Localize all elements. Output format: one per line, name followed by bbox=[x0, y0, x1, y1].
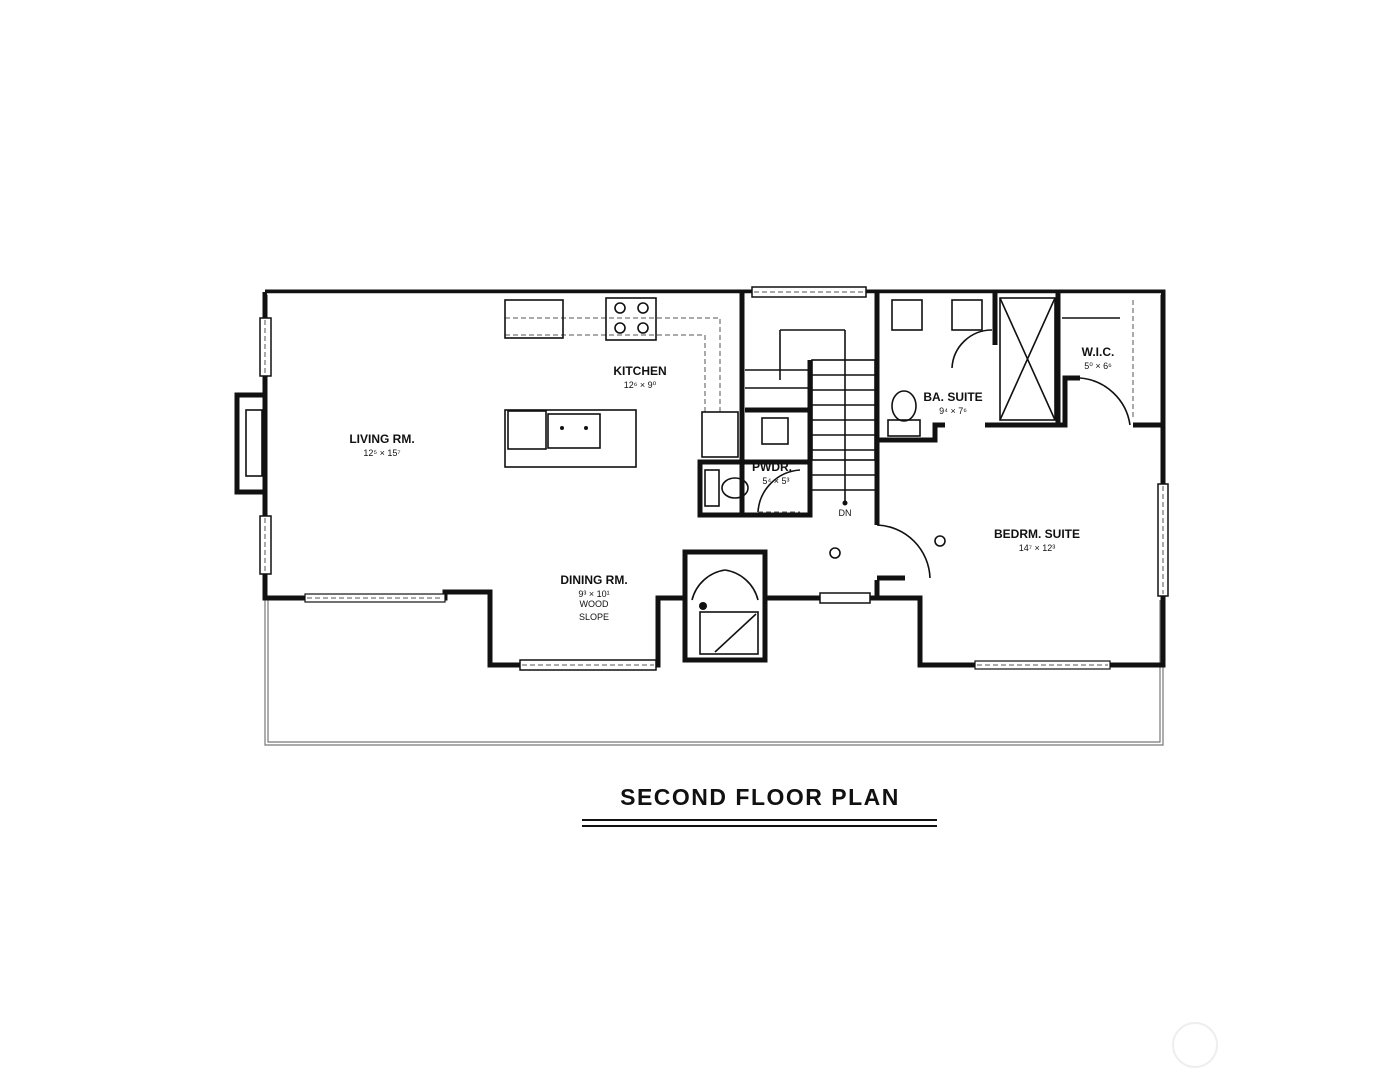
title-underline bbox=[582, 819, 937, 827]
room-name: PWDR. bbox=[752, 460, 792, 474]
room-note: SLOPE bbox=[579, 612, 609, 622]
stairs: DN bbox=[745, 329, 876, 518]
bath-fixtures bbox=[691, 297, 1134, 655]
exterior-walls bbox=[234, 289, 1166, 668]
room-note: WOOD bbox=[580, 599, 609, 609]
room-size: 5⁴ × 5³ bbox=[762, 476, 789, 486]
room-bedroom-suite: BEDRM. SUITE 14⁷ × 12³ bbox=[994, 527, 1080, 553]
deck-outline bbox=[264, 598, 1164, 746]
room-size: 9³ × 10¹ bbox=[578, 589, 609, 599]
interior-walls bbox=[697, 292, 1163, 581]
plan-title: SECOND FLOOR PLAN bbox=[620, 784, 900, 810]
room-name: W.I.C. bbox=[1082, 345, 1115, 359]
watermark-logo bbox=[1172, 1022, 1218, 1068]
room-living: LIVING RM. 12⁵ × 15⁷ bbox=[349, 432, 414, 458]
stair-down-label: DN bbox=[839, 508, 852, 518]
room-name: LIVING RM. bbox=[349, 432, 414, 446]
room-size: 5⁰ × 6⁶ bbox=[1084, 361, 1112, 371]
room-wic: W.I.C. 5⁰ × 6⁶ bbox=[1082, 345, 1115, 371]
kitchen-fixtures bbox=[504, 297, 739, 468]
windows bbox=[259, 286, 1169, 671]
room-name: DINING RM. bbox=[560, 573, 627, 587]
room-size: 14⁷ × 12³ bbox=[1019, 543, 1056, 553]
room-size: 12⁵ × 15⁷ bbox=[363, 448, 400, 458]
room-powder: PWDR. 5⁴ × 5³ bbox=[752, 460, 792, 486]
room-bath-suite: BA. SUITE 9⁴ × 7⁶ bbox=[923, 390, 982, 416]
room-name: KITCHEN bbox=[613, 364, 666, 378]
room-size: 9⁴ × 7⁶ bbox=[939, 406, 967, 416]
room-name: BEDRM. SUITE bbox=[994, 527, 1080, 541]
room-dining: DINING RM. 9³ × 10¹ WOOD SLOPE bbox=[560, 573, 627, 622]
room-size: 12⁶ × 9⁰ bbox=[624, 380, 657, 390]
room-name: BA. SUITE bbox=[923, 390, 982, 404]
room-kitchen: KITCHEN 12⁶ × 9⁰ bbox=[613, 364, 666, 390]
